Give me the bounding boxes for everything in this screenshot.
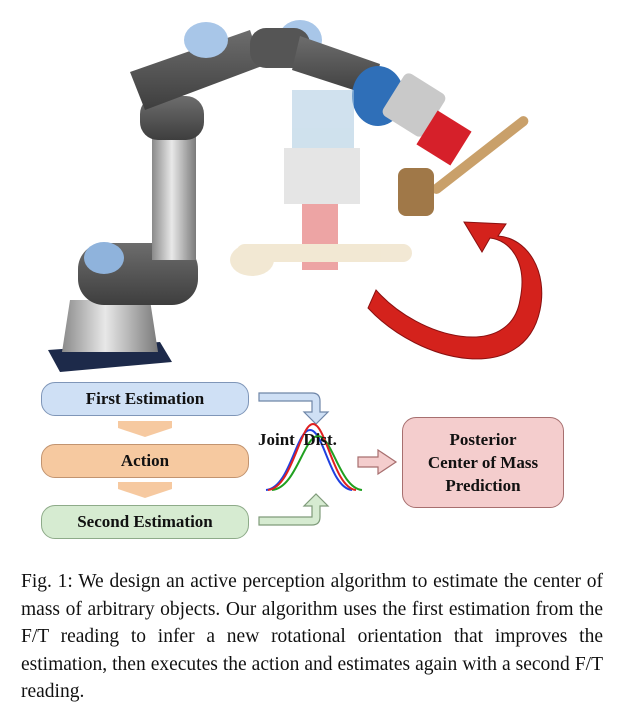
action-box: Action bbox=[41, 444, 249, 478]
first-to-joint-arrow bbox=[258, 392, 330, 425]
down-arrow-2 bbox=[118, 482, 172, 498]
joint-distribution-curves bbox=[265, 422, 363, 491]
figure-caption: Fig. 1: We design an active perception a… bbox=[21, 571, 603, 702]
second-to-joint-arrow bbox=[258, 493, 330, 526]
posterior-line-3: Prediction bbox=[445, 476, 521, 495]
figure-illustration bbox=[48, 20, 543, 526]
posterior-line-1: Posterior bbox=[449, 430, 517, 449]
posterior-box: Posterior Center of Mass Prediction bbox=[402, 417, 564, 508]
posterior-line-2: Center of Mass bbox=[427, 453, 539, 472]
joint-to-posterior-arrow bbox=[357, 448, 398, 476]
first-estimation-label: First Estimation bbox=[85, 389, 205, 408]
robot-arm bbox=[48, 20, 529, 372]
down-arrow-1 bbox=[118, 421, 172, 437]
joint-dist-label: Joint Dist. bbox=[258, 430, 337, 449]
rotation-arrow bbox=[367, 221, 543, 360]
second-estimation-label: Second Estimation bbox=[77, 512, 213, 531]
first-estimation-box: First Estimation bbox=[41, 382, 249, 416]
action-label: Action bbox=[120, 451, 170, 470]
second-estimation-box: Second Estimation bbox=[41, 505, 249, 539]
